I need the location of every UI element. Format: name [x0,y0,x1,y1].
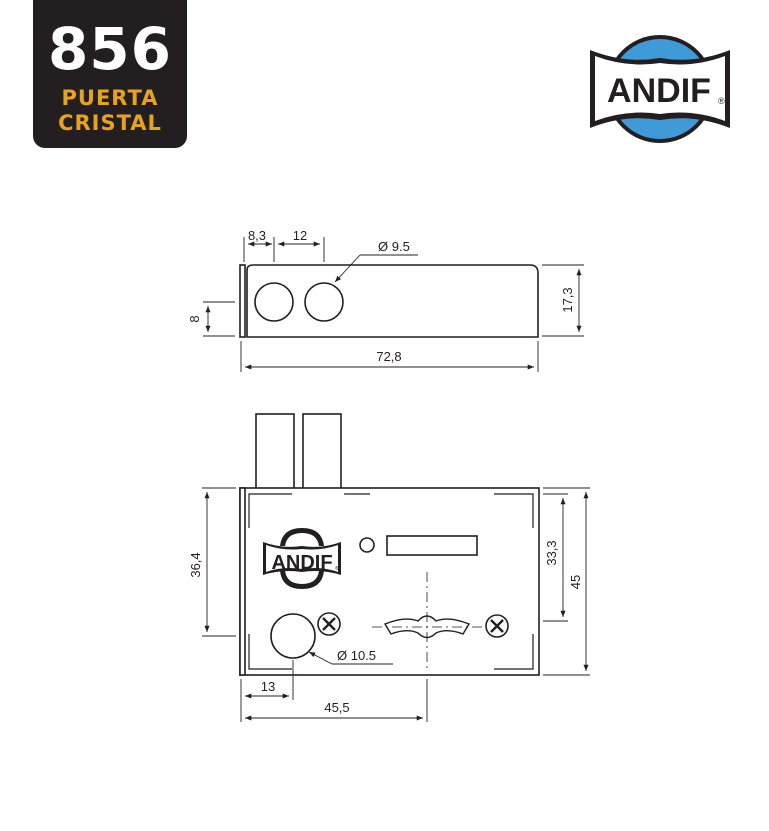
small-hole [359,537,375,553]
screw-left [317,612,341,636]
logo-registered-mark: ® [718,96,725,106]
model-number: 856 [47,15,173,83]
side-hole-2 [304,282,344,322]
model-badge: 856 PUERTA CRISTAL [33,0,187,148]
side-dimension-labels: 8,3 12 Ø 9.5 8 17,3 72,8 [187,228,575,364]
front-hole [270,613,316,659]
side-body [246,264,539,338]
dim-45-5-label: 45,5 [324,700,349,715]
dim-8-3-label: 8,3 [248,228,266,243]
front-dimensions [202,487,590,722]
model-line-2: CRISTAL [58,111,162,135]
front-andif-logo: ANDIF ® [263,528,341,589]
side-plate [239,264,246,338]
dim-45-label: 45 [568,575,583,589]
side-hole-1 [254,282,294,322]
front-logo-text: ANDIF [271,552,332,574]
logo-text: ANDIF [607,72,711,110]
front-plate [239,487,246,676]
front-dimension-labels: 36,4 33,3 45 Ø 10.5 13 45,5 [188,540,583,715]
dim-side-hole-label: Ø 9.5 [378,239,410,254]
dim-front-hole-label: Ø 10.5 [337,648,376,663]
center-lines [372,572,482,672]
dim-8-label: 8 [187,315,202,322]
bolt-1 [255,413,295,491]
side-dimensions [203,237,584,372]
screw-right [485,614,509,638]
andif-logo: ANDIF ® [590,35,730,143]
dim-72-8-label: 72,8 [376,349,401,364]
dim-13-label: 13 [261,679,275,694]
side-view [239,264,539,338]
front-logo-registered: ® [335,565,339,572]
model-line-1: PUERTA [61,86,159,110]
dim-17-3-label: 17,3 [560,287,575,312]
dim-36-4-label: 36,4 [188,552,203,577]
bolt-2 [302,413,342,491]
slot [386,535,478,556]
dim-33-3-label: 33,3 [544,540,559,565]
dim-12-label: 12 [293,228,307,243]
